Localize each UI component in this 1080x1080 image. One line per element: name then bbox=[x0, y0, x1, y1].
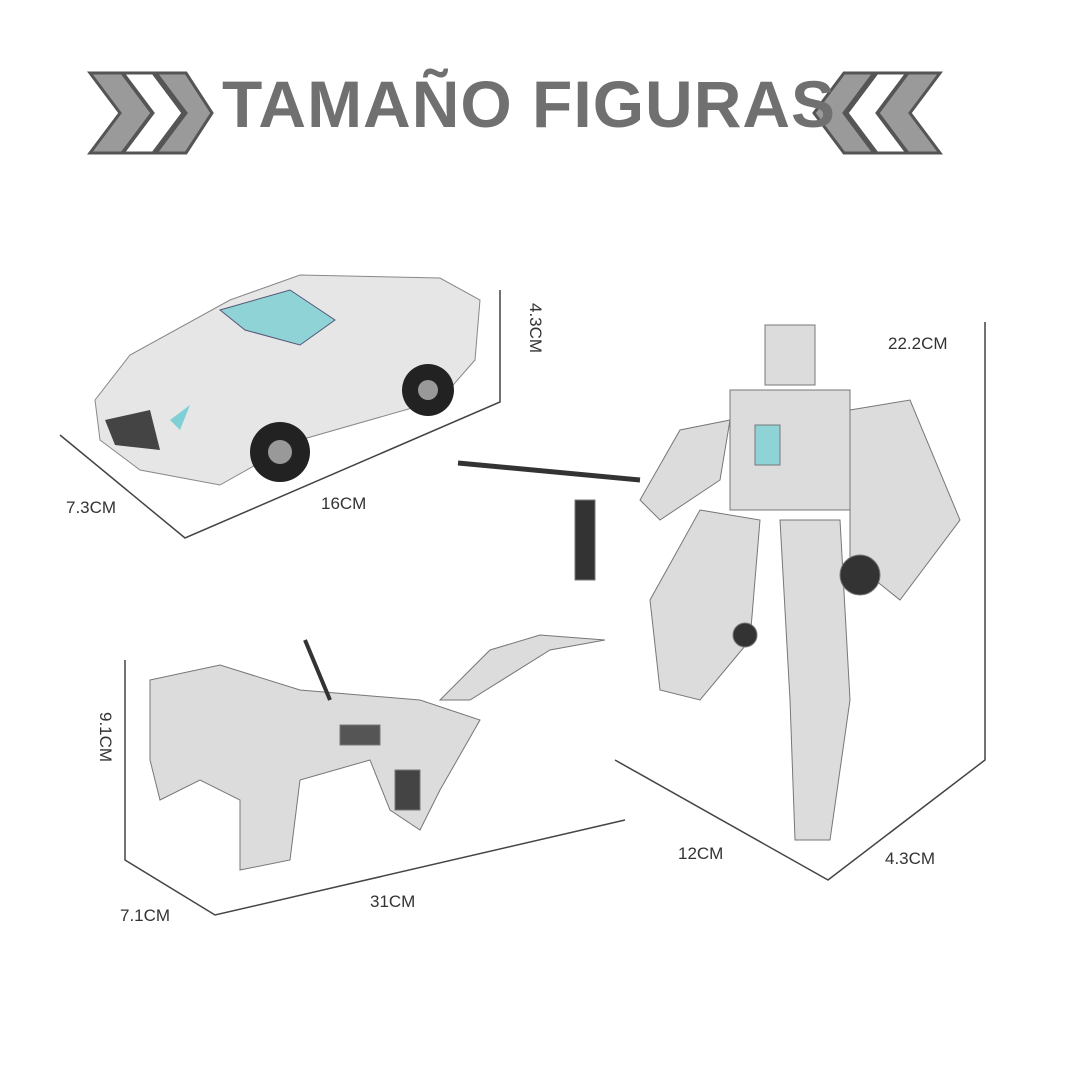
chevrons-right-icon bbox=[87, 71, 214, 155]
car-length-label: 16CM bbox=[321, 494, 367, 513]
robot-height-label: 22.2CM bbox=[888, 334, 948, 353]
robot-width-label: 12CM bbox=[678, 844, 724, 863]
car-figure bbox=[94, 274, 481, 486]
dimension-lines bbox=[59, 290, 986, 916]
car-height-label: 4.3CM bbox=[526, 303, 545, 354]
robot-figure bbox=[457, 324, 961, 841]
chevrons-left-icon bbox=[812, 71, 943, 155]
robot-depth-label: 4.3CM bbox=[885, 849, 936, 868]
page-title: TAMAÑO FIGURAS bbox=[222, 67, 837, 141]
dino-length-label: 31CM bbox=[370, 892, 416, 911]
dino-figure bbox=[149, 634, 606, 871]
dino-height-label: 9.1CM bbox=[96, 712, 115, 763]
dino-width-label: 7.1CM bbox=[120, 906, 171, 925]
car-width-label: 7.3CM bbox=[66, 498, 117, 517]
